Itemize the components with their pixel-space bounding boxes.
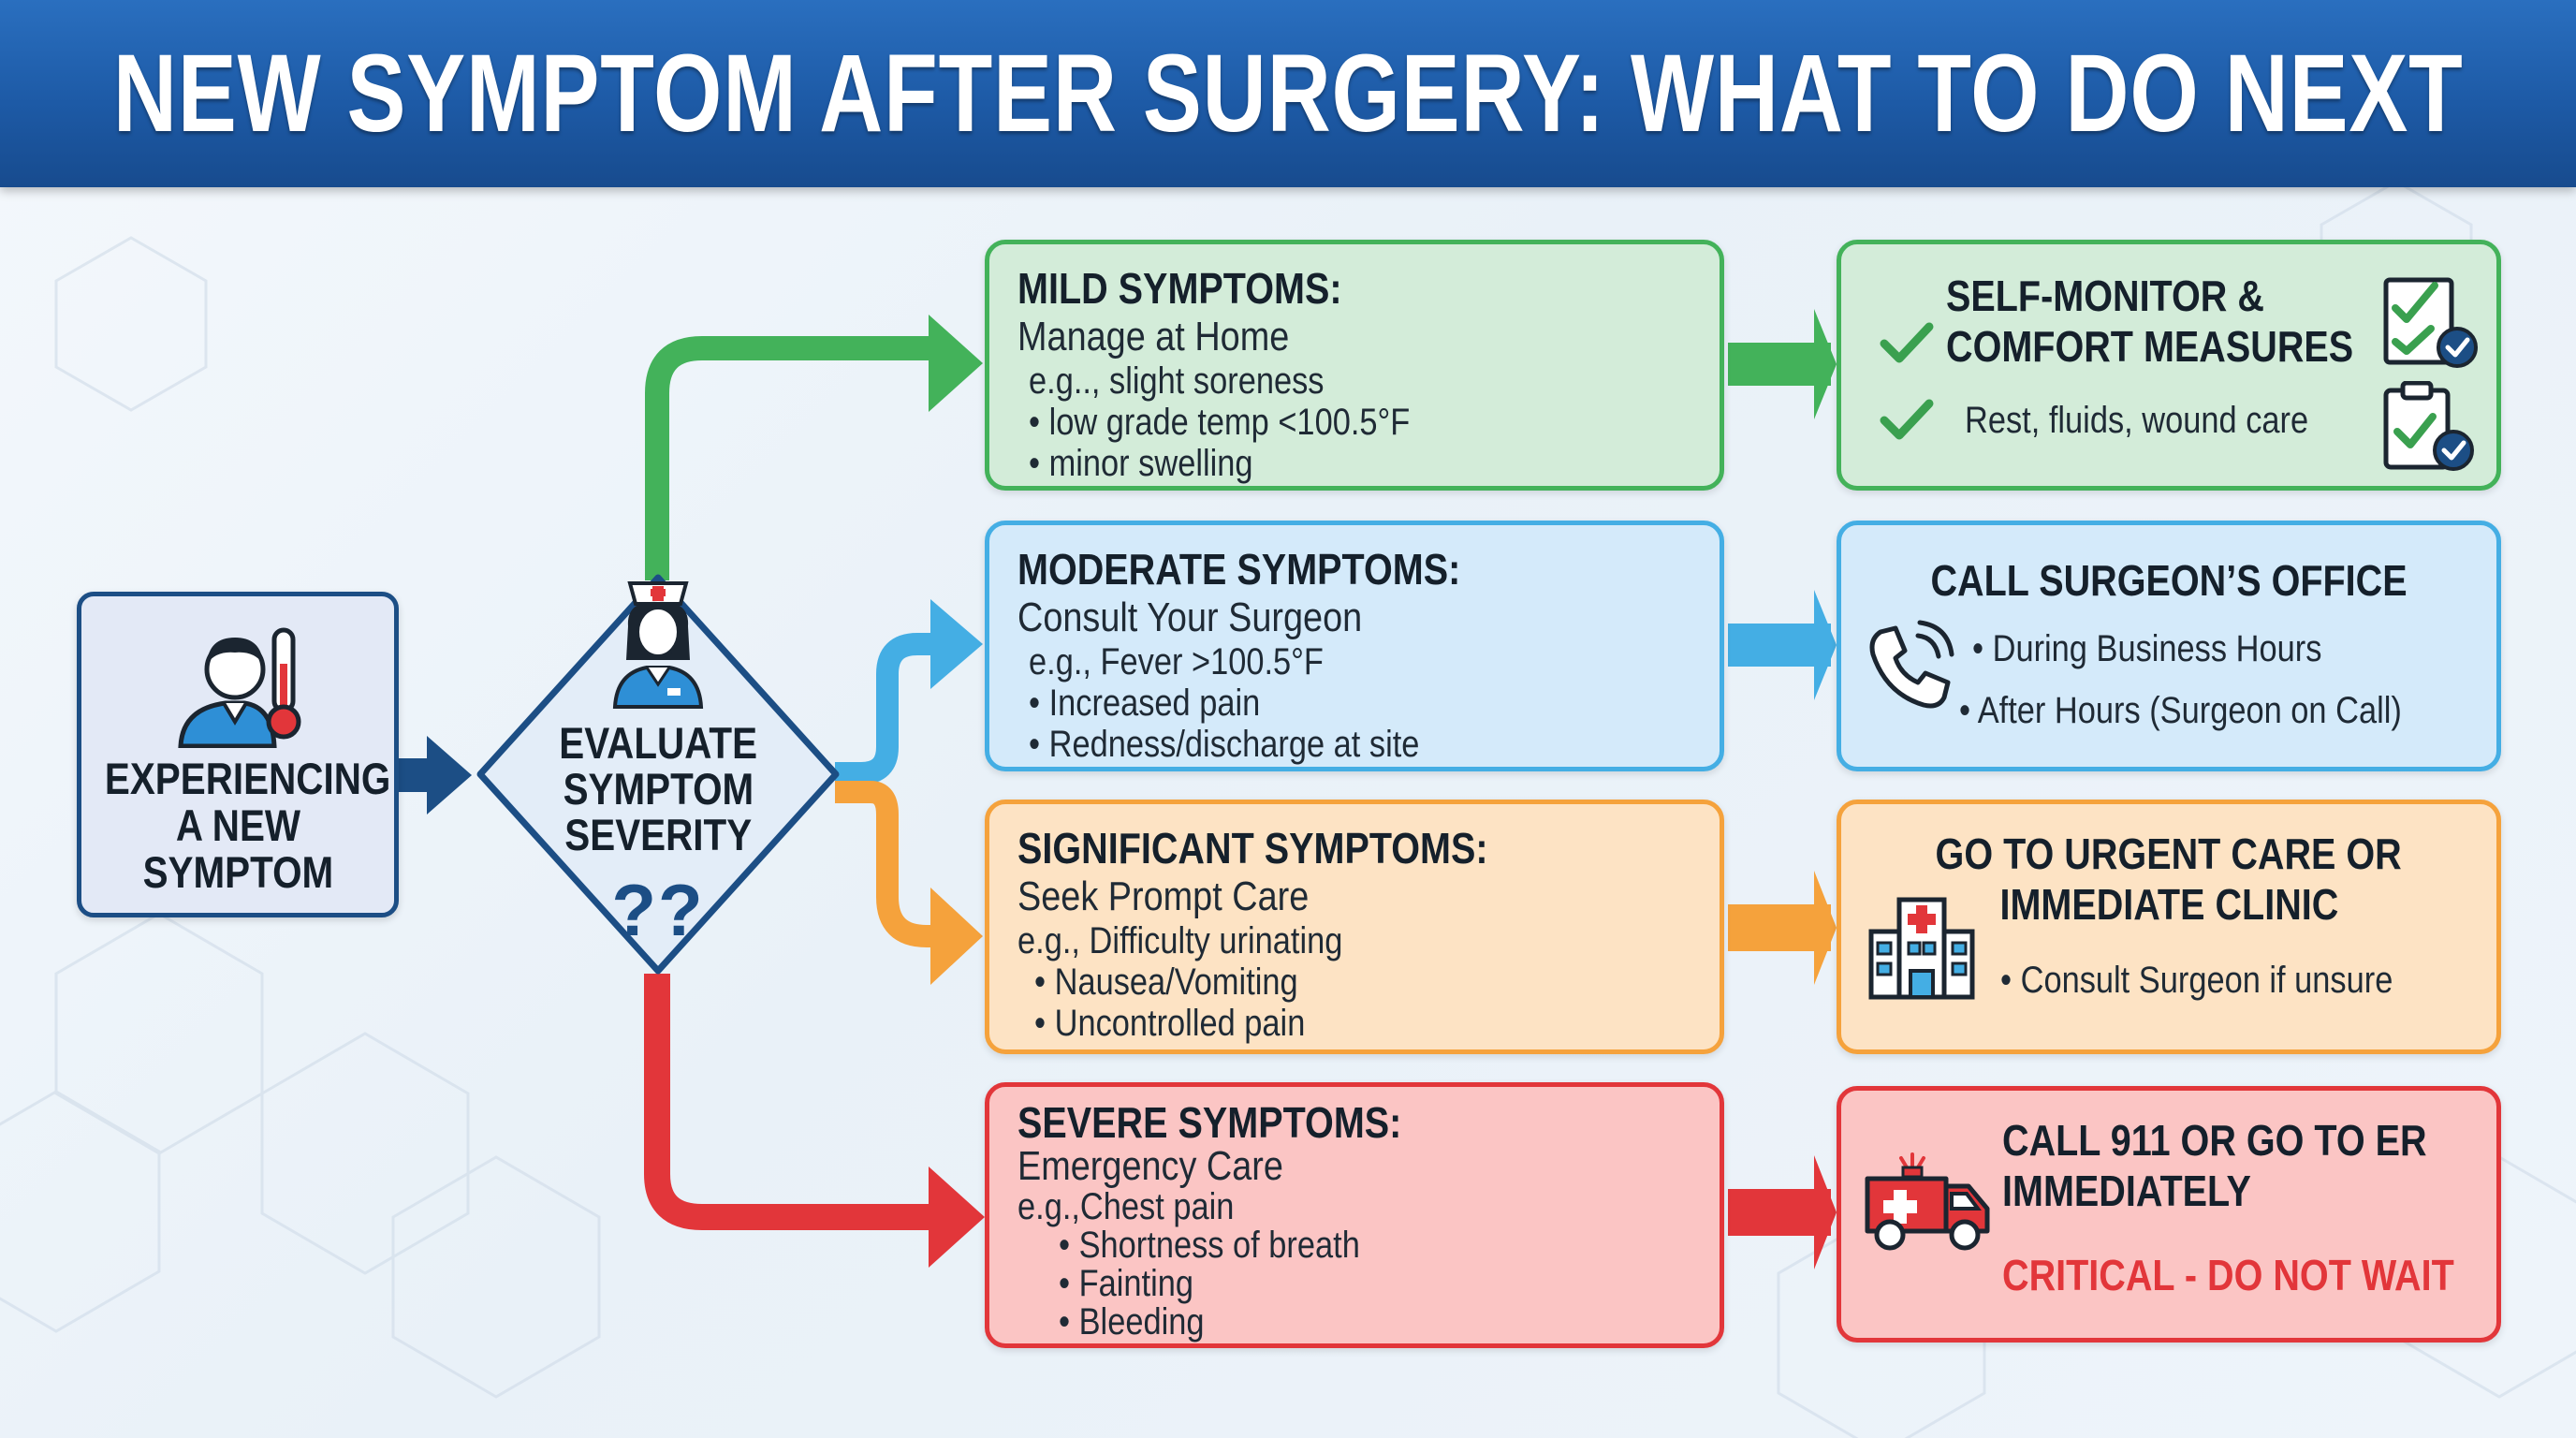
moderate-example: e.g., Fever >100.5°F (1029, 641, 1324, 682)
arrow-significant-to-action (1728, 871, 1837, 985)
title-banner: NEW SYMPTOM AFTER SURGERY: WHAT TO DO NE… (0, 0, 2576, 187)
checkmark-icon (1880, 399, 1934, 440)
call-911-heading-line: IMMEDIATELY (2002, 1167, 2251, 1215)
call-911-action-box: CALL 911 OR GO TO ER IMMEDIATELY CRITICA… (1837, 1086, 2501, 1343)
mild-heading: MILD SYMPTOMS: (1017, 264, 1342, 313)
arrow-to-mild (645, 315, 983, 580)
self-monitor-heading-line: COMFORT MEASURES (1946, 322, 2354, 371)
severe-example: e.g.,Chest pain (1017, 1186, 1235, 1227)
arrow-to-severe (644, 974, 985, 1268)
self-monitor-heading-line: SELF-MONITOR & (1946, 271, 2264, 320)
moderate-heading: MODERATE SYMPTOMS: (1017, 545, 1461, 594)
severe-example: • Bleeding (1059, 1301, 1205, 1343)
question-marks: ?? (611, 869, 705, 951)
mild-subheading: Manage at Home (1017, 314, 1290, 360)
self-monitor-detail: Rest, fluids, wound care (1965, 400, 2309, 441)
moderate-subheading: Consult Your Surgeon (1017, 594, 1363, 640)
significant-heading: SIGNIFICANT SYMPTOMS: (1017, 824, 1488, 873)
urgent-care-action-box: GO TO URGENT CARE OR IMMEDIATE CLINIC • … (1837, 800, 2501, 1054)
mild-symptoms-box: MILD SYMPTOMS: Manage at Home e.g.., sli… (985, 240, 1724, 491)
start-label-line: A NEW (175, 800, 300, 850)
decision-label-line: SYMPTOM (563, 764, 754, 814)
significant-example: • Nausea/Vomiting (1034, 961, 1298, 1003)
decision-label-line: SEVERITY (564, 810, 752, 859)
call-surgeon-action-box: CALL SURGEON’S OFFICE • During Business … (1837, 521, 2501, 771)
hospital-icon (1868, 897, 1975, 1000)
severe-example: • Fainting (1059, 1263, 1193, 1304)
arrow-to-moderate (835, 599, 983, 785)
checkmark-icon (1880, 322, 1934, 363)
decision-label: EVALUATE SYMPTOM SEVERITY (473, 720, 843, 858)
moderate-example: • Increased pain (1029, 682, 1261, 724)
arrow-severe-to-action (1728, 1155, 1837, 1269)
mild-example: • low grade temp <100.5°F (1029, 402, 1411, 443)
mild-example: • minor swelling (1029, 443, 1253, 484)
patient-thermometer-icon (178, 627, 301, 748)
start-node-experiencing-symptom: EXPERIENCING A NEW SYMPTOM (77, 592, 399, 917)
ambulance-icon (1865, 1152, 1990, 1251)
mild-example: e.g.., slight soreness (1029, 360, 1325, 402)
urgent-care-heading-line: GO TO URGENT CARE OR (1935, 829, 2403, 878)
significant-example: e.g., Difficulty urinating (1017, 920, 1343, 961)
start-label-line: SYMPTOM (142, 847, 333, 897)
severe-symptoms-box: SEVERE SYMPTOMS: Emergency Care e.g.,Che… (985, 1082, 1724, 1348)
arrow-to-significant (835, 781, 983, 985)
self-monitor-action-box: SELF-MONITOR & COMFORT MEASURES Rest, fl… (1837, 240, 2501, 491)
severe-subheading: Emergency Care (1017, 1143, 1283, 1189)
moderate-example: • Redness/discharge at site (1029, 724, 1420, 765)
decision-diamond-shape (476, 574, 840, 975)
severe-heading: SEVERE SYMPTOMS: (1017, 1098, 1402, 1147)
urgent-care-heading-line: IMMEDIATE CLINIC (1999, 880, 2338, 929)
call-911-heading-line: CALL 911 OR GO TO ER (2002, 1116, 2427, 1165)
significant-subheading: Seek Prompt Care (1017, 873, 1310, 919)
start-node-label: EXPERIENCING A NEW SYMPTOM (81, 756, 394, 896)
checklist-icon (2383, 277, 2478, 368)
critical-warning: CRITICAL - DO NOT WAIT (2002, 1251, 2454, 1299)
arrow-moderate-to-action (1728, 590, 1837, 700)
significant-symptoms-box: SIGNIFICANT SYMPTOMS: Seek Prompt Care e… (985, 800, 1724, 1054)
significant-example: • Uncontrolled pain (1034, 1003, 1306, 1044)
call-surgeon-bullet: • After Hours (Surgeon on Call) (1959, 690, 2402, 731)
call-surgeon-bullet: • During Business Hours (1972, 628, 2322, 669)
page-title: NEW SYMPTOM AFTER SURGERY: WHAT TO DO NE… (112, 32, 2464, 155)
decision-node-evaluate-severity: EVALUATE SYMPTOM SEVERITY ?? (473, 570, 843, 978)
decision-label-line: EVALUATE (559, 718, 757, 768)
nurse-icon (612, 581, 704, 709)
start-label-line: EXPERIENCING (104, 754, 391, 803)
arrow-start-to-decision (397, 736, 472, 814)
phone-icon (1869, 620, 1954, 709)
moderate-symptoms-box: MODERATE SYMPTOMS: Consult Your Surgeon … (985, 521, 1724, 771)
urgent-care-bullet: • Consult Surgeon if unsure (2000, 960, 2393, 1001)
call-surgeon-heading: CALL SURGEON’S OFFICE (1930, 556, 2408, 605)
arrow-mild-to-action (1728, 309, 1837, 419)
severe-example: • Shortness of breath (1059, 1225, 1360, 1266)
clipboard-check-icon (2383, 381, 2474, 471)
